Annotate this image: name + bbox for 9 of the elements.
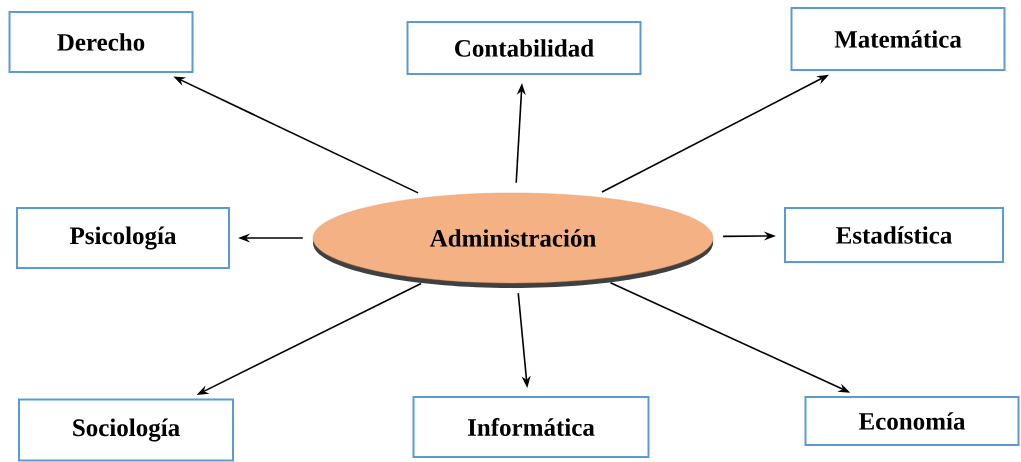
subject-box: Informática bbox=[412, 396, 650, 458]
subject-box: Psicología bbox=[16, 207, 230, 269]
subject-box: Sociología bbox=[18, 398, 234, 462]
subject-box: Matemática bbox=[790, 7, 1006, 71]
subject-box: Contabilidad bbox=[406, 21, 642, 75]
subject-box: Economía bbox=[804, 396, 1020, 446]
subject-box: Derecho bbox=[8, 11, 194, 73]
ellipse-node: Administración bbox=[312, 192, 714, 288]
subject-box: Estadística bbox=[784, 207, 1004, 263]
